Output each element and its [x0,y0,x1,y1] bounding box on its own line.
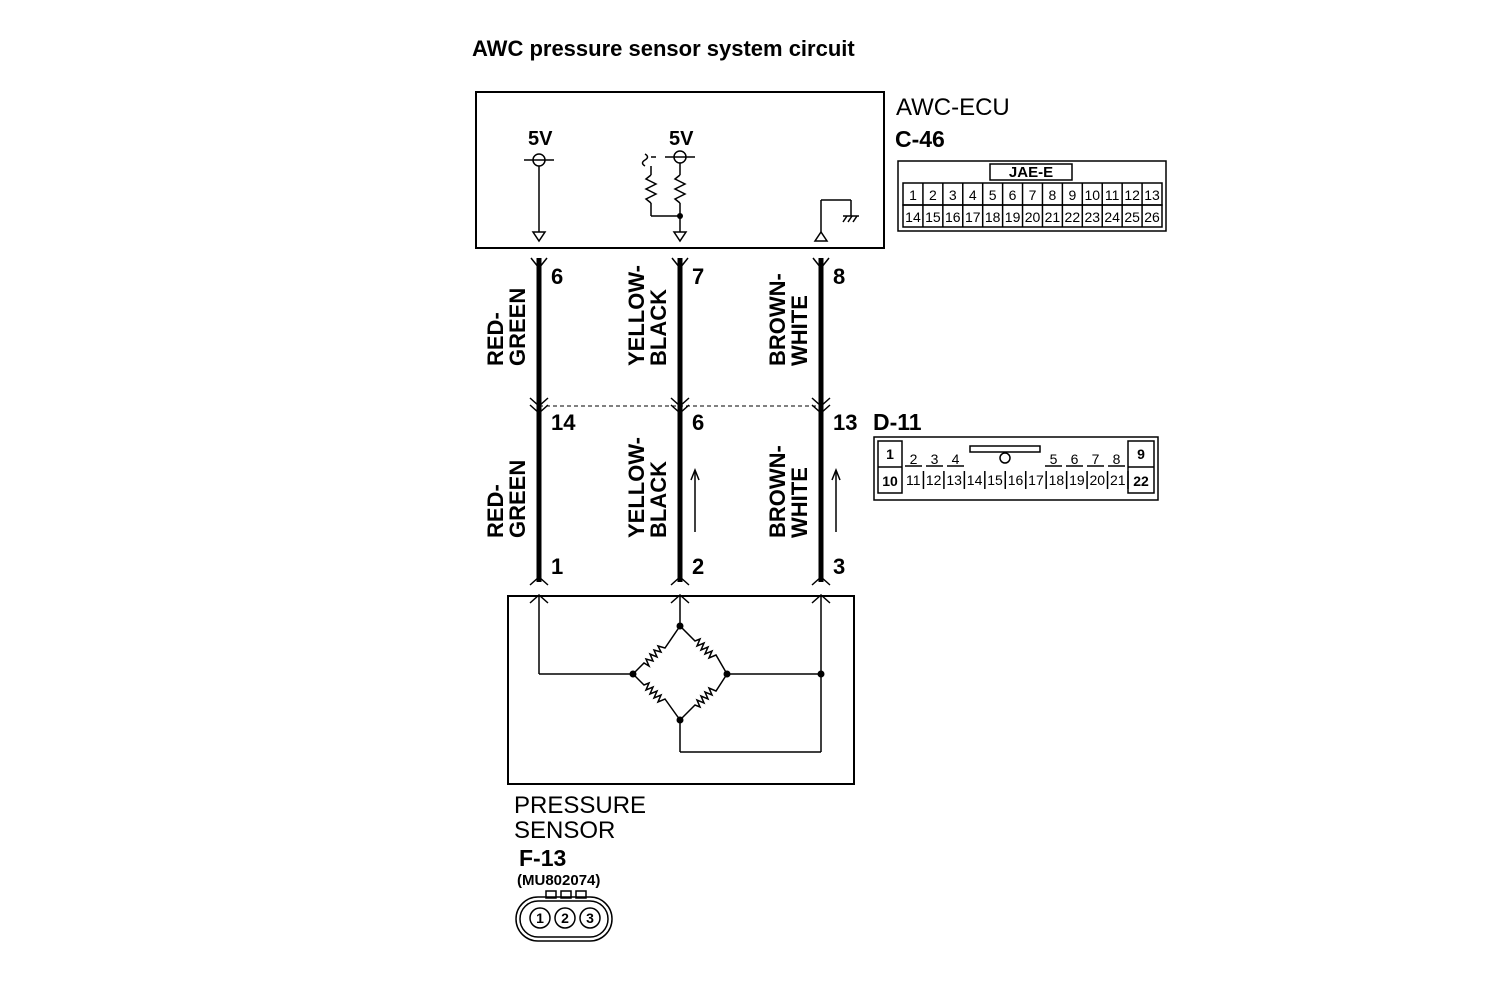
junction-connector-pin: 3 [931,451,939,467]
junction-connector-pin: 11 [906,472,921,488]
junction-connector-pin: 1 [886,446,894,462]
sensor-pin-number: 1 [551,554,563,579]
junction-connector-pin: 8 [1113,451,1121,467]
junction-connector-pin: 6 [1071,451,1079,467]
ecu-connector-pin: 26 [1144,209,1160,225]
wire-color-label-upper: BLACK [646,289,671,366]
ecu-connector-pin: 23 [1084,209,1100,225]
sensor-connector-id: F-13 [519,845,566,871]
ecu-supply-left-symbol [524,153,554,243]
ecu-connector-pin: 24 [1104,209,1120,225]
ecu-connector-pin: 22 [1065,209,1081,225]
junction-connector-pin: 17 [1028,472,1044,488]
diagram-title: AWC pressure sensor system circuit [472,36,855,61]
ecu-connector-pin: 5 [989,187,997,203]
ecu-connector-pin: 14 [905,209,921,225]
junction-connector-pin: 9 [1137,446,1145,462]
ecu-connector-pin: 9 [1068,187,1076,203]
ecu-connector-pin: 17 [965,209,981,225]
ecu-connector-pin: 11 [1105,187,1120,203]
ecu-connector-pin: 12 [1124,187,1140,203]
junction-connector-pin: 10 [882,473,898,489]
junction-connector-pin: 14 [967,472,983,488]
wire-color-label-upper: GREEN [505,288,530,366]
junction-connector-pin: 18 [1049,472,1065,488]
ecu-connector-pin: 15 [925,209,941,225]
ecu-connector-pin: 25 [1124,209,1140,225]
sensor-pin-3: 3 [586,910,594,926]
ecu-pin-number: 6 [551,264,563,289]
wire-color-label-lower: WHITE [787,467,812,538]
junction-connector-id: D-11 [873,409,922,435]
junction-connector-pin: 15 [987,472,1003,488]
ecu-connector-pin: 16 [945,209,961,225]
ecu-connector-pin: 1 [909,187,917,203]
wire-color-label-upper: YELLOW- [624,265,649,366]
ecu-connector-pin: 2 [929,187,937,203]
ecu-supply-right-label: 5V [669,128,694,150]
wire-color-label-lower: RED- [483,484,508,538]
ecu-pin-number: 7 [692,264,704,289]
wire-color-label-lower: GREEN [505,460,530,538]
sensor-pin-2: 2 [561,910,569,926]
ecu-connector-pin: 3 [949,187,957,203]
junction-pin-number: 13 [833,410,857,435]
junction-pin-number: 14 [551,410,576,435]
junction-connector-pin: 13 [946,472,962,488]
ecu-connector-pin: 21 [1045,209,1061,225]
ecu-connector-pin: 18 [985,209,1001,225]
wire-color-label-upper: BROWN- [765,273,790,366]
junction-connector-pin: 19 [1069,472,1085,488]
sensor-name-line1: PRESSURE [514,792,646,819]
ecu-connector-pin: 13 [1144,187,1160,203]
wire-color-label-lower: BLACK [646,461,671,538]
wire-color-label-upper: WHITE [787,295,812,366]
ecu-connector-pin: 7 [1029,187,1037,203]
ecu-connector-pin: 20 [1025,209,1041,225]
ecu-connector-pin: 8 [1049,187,1057,203]
sensor-pin-number: 3 [833,554,845,579]
junction-connector-pin: 22 [1133,473,1149,489]
sensor-name-line2: SENSOR [514,817,615,844]
junction-connector-pin: 16 [1008,472,1024,488]
junction-connector-pin: 5 [1050,451,1058,467]
ecu-connector-type: JAE-E [1009,164,1053,181]
ecu-pullup-resistors [641,150,695,243]
sensor-connector-face: 1 2 3 [515,890,613,942]
ecu-connector-pin: 19 [1005,209,1021,225]
ecu-connector-pin: 6 [1009,187,1017,203]
junction-connector-pin: 20 [1090,472,1106,488]
sensor-bridge-circuit [538,596,825,753]
wire-color-label-lower: BROWN- [765,445,790,538]
junction-connector-pin: 2 [910,451,918,467]
junction-pin-number: 6 [692,410,704,435]
ecu-ground-icon [813,199,859,242]
sensor-box [507,595,855,785]
ecu-name: AWC-ECU [896,94,1010,121]
sensor-part-number: (MU802074) [517,872,600,889]
ecu-supply-left-label: 5V [528,128,553,150]
ecu-connector-id: C-46 [895,126,945,152]
ecu-pin-number: 8 [833,264,845,289]
junction-connector-pin: 7 [1092,451,1100,467]
junction-connector-pin: 21 [1110,472,1126,488]
wire-color-label-lower: YELLOW- [624,437,649,538]
junction-connector-pin: 12 [926,472,942,488]
ecu-connector-pin: 4 [969,187,977,203]
wire-color-label-upper: RED- [483,312,508,366]
junction-connector-pin: 4 [952,451,960,467]
sensor-pin-number: 2 [692,554,704,579]
sensor-pin-1: 1 [536,910,544,926]
ecu-box [475,91,885,249]
ecu-connector-pin: 10 [1084,187,1100,203]
